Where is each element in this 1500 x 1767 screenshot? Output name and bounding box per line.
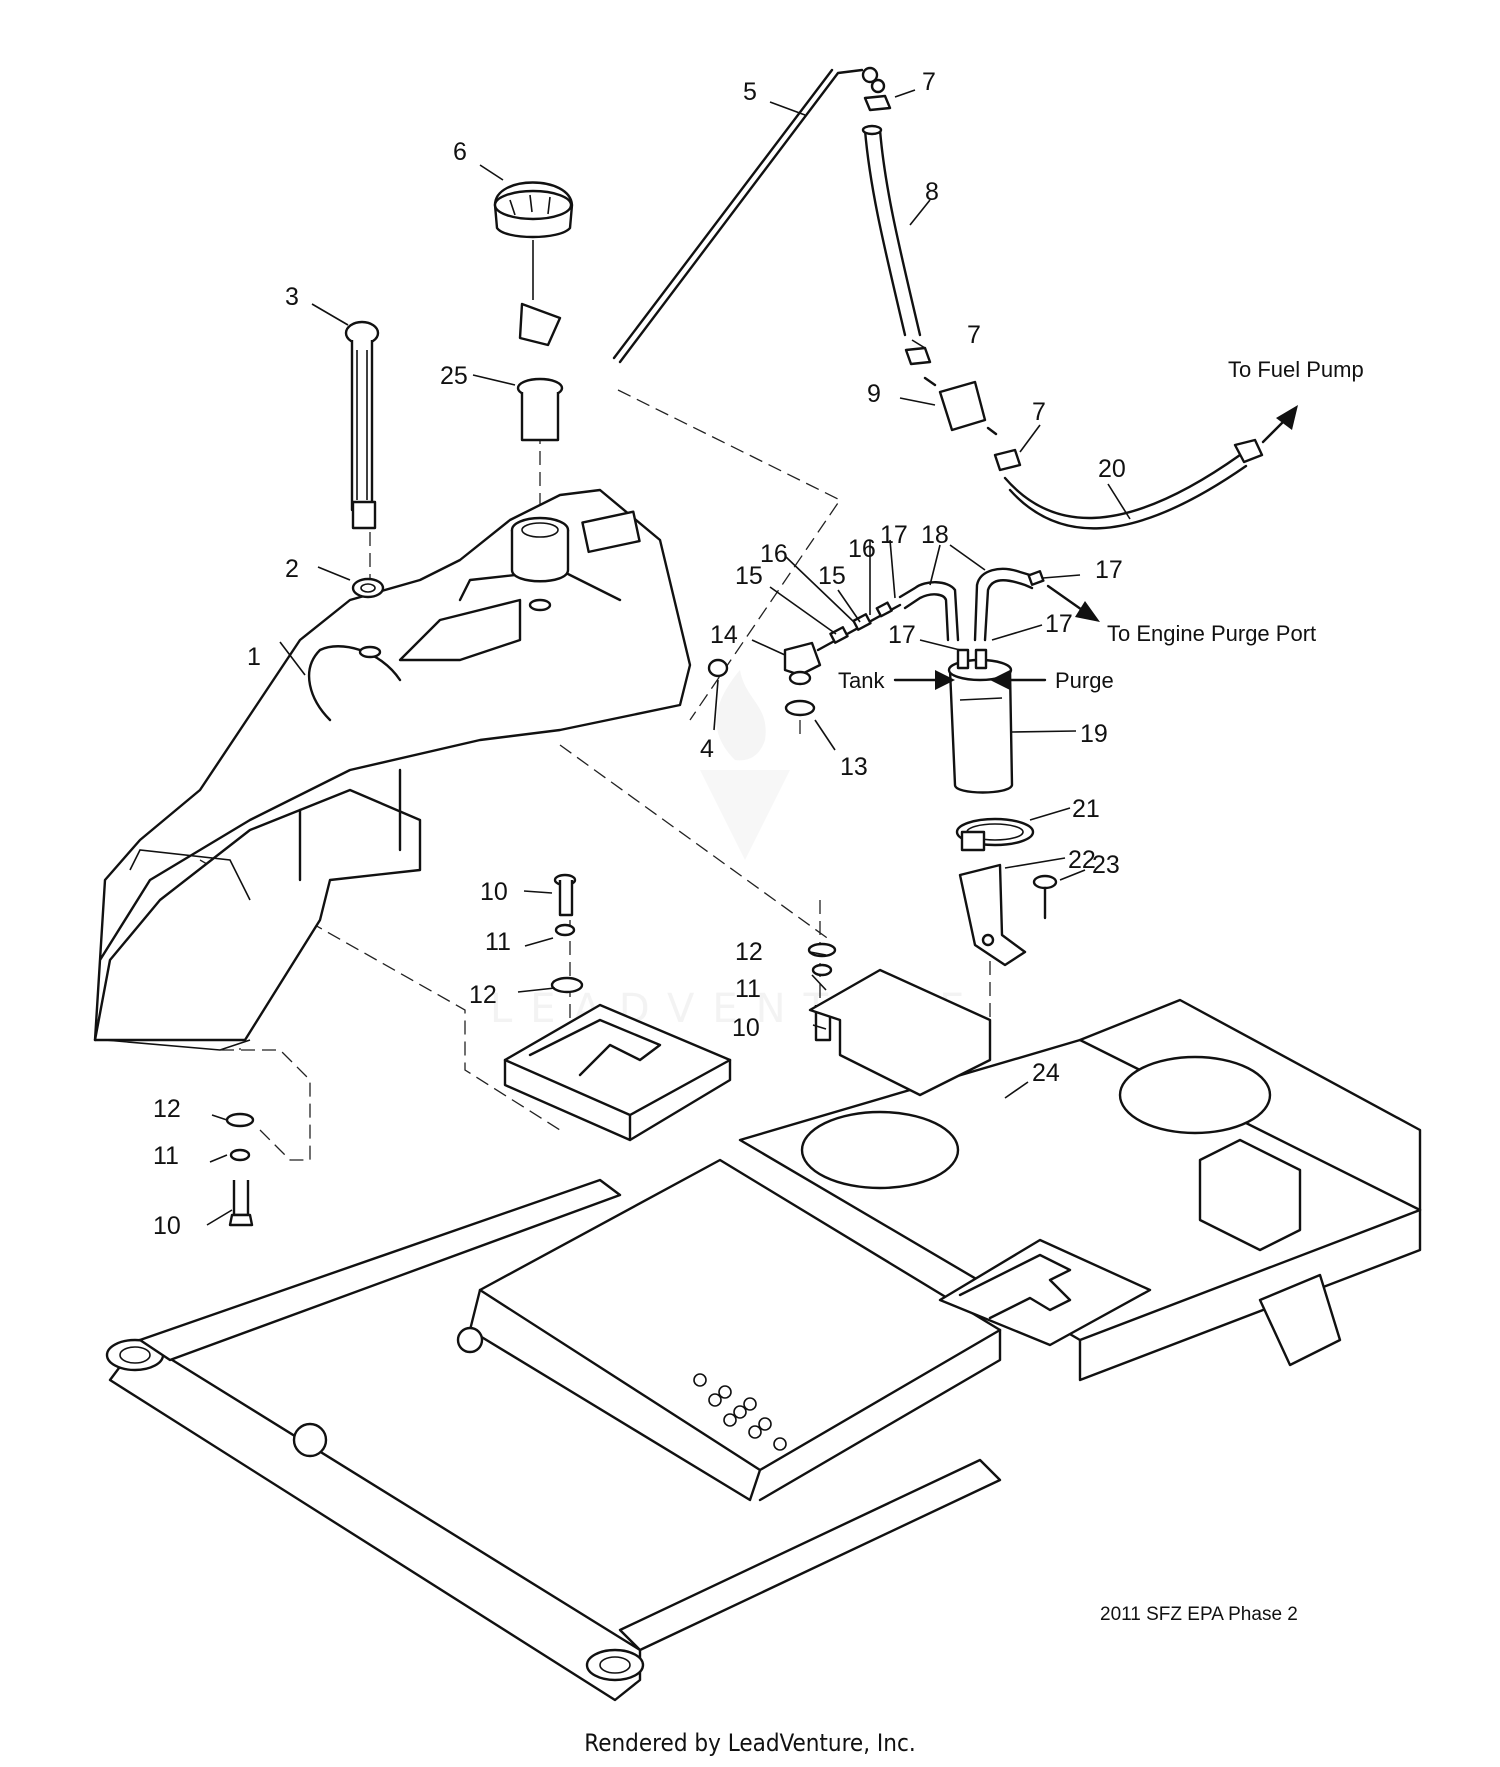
callout-18: 18 <box>921 521 949 549</box>
callout-11c: 11 <box>153 1142 179 1170</box>
callout-10a: 10 <box>480 878 508 906</box>
grommet <box>351 577 385 599</box>
direction-arrows <box>893 405 1298 690</box>
callout-3: 3 <box>285 283 299 311</box>
callout-12b: 12 <box>735 938 763 966</box>
callout-20: 20 <box>1098 455 1126 483</box>
left-mount-bracket <box>220 1049 311 1161</box>
callout-8: 8 <box>925 178 939 206</box>
callout-21: 21 <box>1072 795 1100 823</box>
hose-clamp-top <box>863 94 892 112</box>
filter-clamp <box>993 448 1022 472</box>
note-tank: Tank <box>838 668 885 693</box>
diagram-notes: To Fuel Pump To Engine Purge Port Tank P… <box>838 357 1364 693</box>
note-to-fuel-pump: To Fuel Pump <box>1228 357 1364 382</box>
callout-23: 23 <box>1092 851 1120 879</box>
tank-mount-fasteners <box>225 873 837 1227</box>
callout-24: 24 <box>1032 1059 1060 1087</box>
callout-6: 6 <box>453 138 467 166</box>
canister-clamp <box>955 817 1035 852</box>
callout-5: 5 <box>743 78 757 106</box>
callout-leaders <box>206 89 1131 1226</box>
callout-17b: 17 <box>1095 556 1123 584</box>
callout-11b: 11 <box>735 975 761 1003</box>
hose <box>861 94 932 366</box>
callout-22: 22 <box>1068 846 1096 874</box>
rollover-valve-fittings <box>783 570 1045 686</box>
callout-12a: 12 <box>469 981 497 1009</box>
callout-14: 14 <box>710 621 738 649</box>
callout-1: 1 <box>247 643 261 671</box>
fuel-cap <box>493 181 574 347</box>
callout-7b: 7 <box>967 321 981 349</box>
inline-fuel-filter <box>923 376 1022 472</box>
hose-to-fuel-pump <box>1003 438 1264 530</box>
grommets-small <box>707 658 816 717</box>
callout-15a: 15 <box>735 562 763 590</box>
callout-4: 4 <box>700 735 714 763</box>
callout-19: 19 <box>1080 720 1108 748</box>
note-to-engine-purge-port: To Engine Purge Port <box>1107 621 1316 646</box>
footer-credit: Rendered by LeadVenture, Inc. <box>584 1729 916 1757</box>
callout-15b: 15 <box>818 562 846 590</box>
callout-16a: 16 <box>760 540 788 568</box>
canister-bracket <box>958 863 1027 967</box>
callout-17a: 17 <box>880 521 908 549</box>
hose-clamp-mid <box>904 346 932 366</box>
fuel-tank <box>93 488 692 1051</box>
charcoal-canister <box>947 648 1014 794</box>
callout-17c: 17 <box>1045 610 1073 638</box>
callout-10b: 10 <box>732 1014 760 1042</box>
note-purge: Purge <box>1055 668 1114 693</box>
callout-9: 9 <box>867 380 881 408</box>
callout-13: 13 <box>840 753 868 781</box>
screw-23 <box>1032 874 1058 920</box>
callout-7a: 7 <box>922 68 936 96</box>
filler-neck <box>358 510 641 659</box>
fuel-gauge <box>344 320 380 530</box>
callout-7c: 7 <box>1032 398 1046 426</box>
callout-17d: 17 <box>888 621 916 649</box>
diagram-id: 2011 SFZ EPA Phase 2 <box>1100 1604 1298 1625</box>
chassis-frame <box>105 968 1422 1702</box>
callout-2: 2 <box>285 555 299 583</box>
vapor-hoses <box>898 567 1034 642</box>
callout-numbers: 1 2 3 4 5 6 7 7 7 8 9 10 10 10 11 11 11 … <box>153 68 1126 1240</box>
fuel-line <box>612 66 886 364</box>
callout-10c: 10 <box>153 1212 181 1240</box>
callout-11a: 11 <box>485 928 511 956</box>
callout-16b: 16 <box>848 535 876 563</box>
callout-25: 25 <box>440 362 468 390</box>
callout-12c: 12 <box>153 1095 181 1123</box>
filler-grommet <box>516 377 564 442</box>
